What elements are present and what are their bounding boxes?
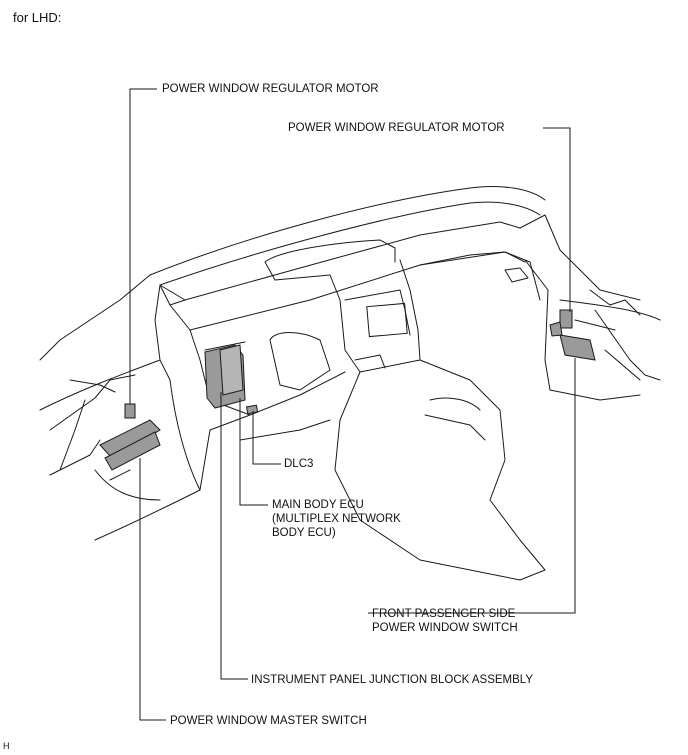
label-main-body-ecu-line-2: (MULTIPLEX NETWORK [272, 513, 401, 525]
label-instrument-panel-junction-block: INSTRUMENT PANEL JUNCTION BLOCK ASSEMBLY [251, 674, 534, 686]
label-main-body-ecu-line-3: BODY ECU) [272, 527, 336, 539]
label-pw-master-switch: POWER WINDOW MASTER SWITCH [170, 715, 367, 727]
label-front-passenger-pw-switch-line-1: FRONT PASSENGER SIDE [372, 608, 516, 620]
label-main-body-ecu: MAIN BODY ECU (MULTIPLEX NETWORK BODY EC… [272, 498, 401, 540]
label-front-passenger-pw-switch-line-2: POWER WINDOW SWITCH [372, 622, 518, 634]
label-pw-regulator-motor-right: POWER WINDOW REGULATOR MOTOR [288, 122, 505, 134]
variant-label: for LHD: [13, 10, 62, 25]
label-dlc3: DLC3 [284, 458, 314, 470]
label-front-passenger-pw-switch: FRONT PASSENGER SIDE POWER WINDOW SWITCH [372, 607, 518, 635]
figure-code: H [3, 741, 10, 751]
label-main-body-ecu-line-1: MAIN BODY ECU [272, 499, 364, 511]
label-pw-regulator-motor-left: POWER WINDOW REGULATOR MOTOR [162, 83, 379, 95]
